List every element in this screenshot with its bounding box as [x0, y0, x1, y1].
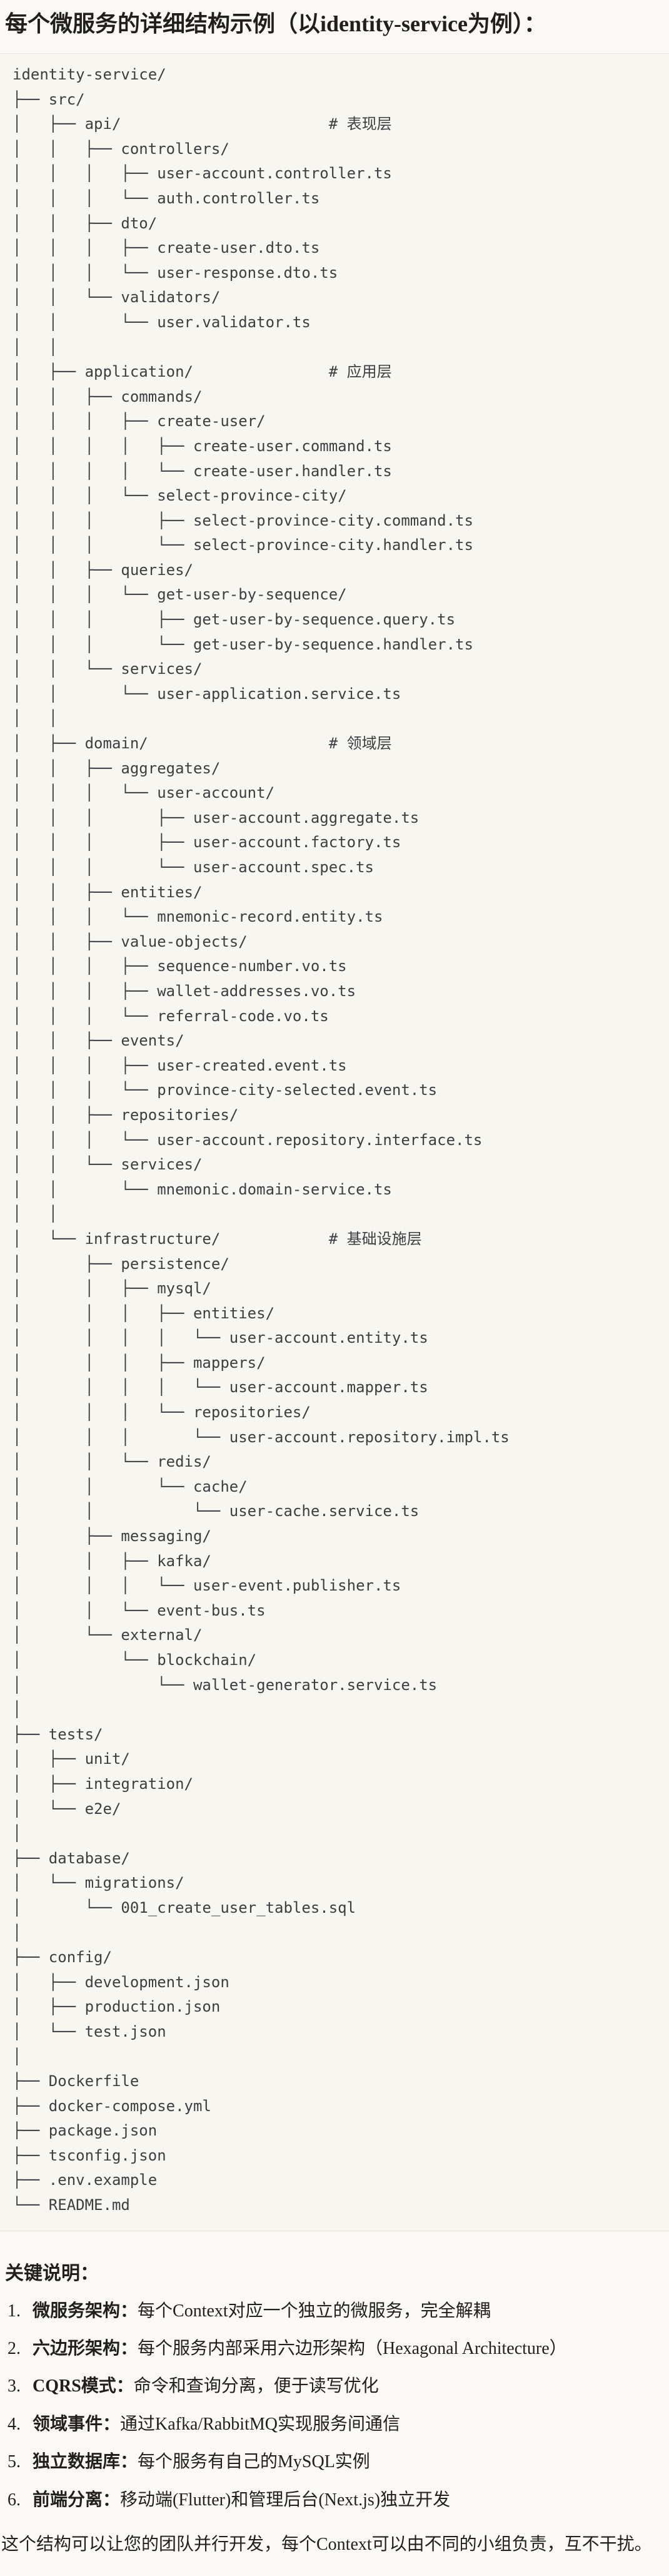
notes-list: 1. 微服务架构：每个Context对应一个独立的微服务，完全解耦 2. 六边形架构…: [0, 2300, 669, 2512]
note-text: 每个Context对应一个独立的微服务，完全解耦: [138, 2301, 491, 2321]
note-item-hexagonal: 2. 六边形架构：每个服务内部采用六边形架构（Hexagonal Architec…: [0, 2338, 669, 2360]
notes-section: 关键说明： 1. 微服务架构：每个Context对应一个独立的微服务，完全解耦 2…: [0, 2258, 669, 2557]
note-item-domain-events: 4. 领域事件：通过Kafka/RabbitMQ实现服务间通信: [0, 2413, 669, 2436]
note-label: CQRS模式：: [33, 2376, 134, 2396]
note-text: 移动端(Flutter)和管理后台(Next.js)独立开发: [120, 2490, 451, 2510]
directory-tree-codeblock: identity-service/ ├── src/ │ ├── api/ # …: [0, 53, 669, 2231]
note-label: 微服务架构：: [33, 2301, 138, 2321]
note-item-frontend-split: 6. 前端分离：移动端(Flutter)和管理后台(Next.js)独立开发: [0, 2489, 669, 2512]
note-item-independent-db: 5. 独立数据库：每个服务有自己的MySQL实例: [0, 2451, 669, 2473]
note-label: 前端分离：: [33, 2490, 121, 2510]
note-text: 每个服务内部采用六边形架构（Hexagonal Architecture）: [138, 2339, 567, 2359]
directory-tree: identity-service/ ├── src/ │ ├── api/ # …: [13, 66, 510, 2214]
note-text: 命令和查询分离，便于读写优化: [133, 2376, 379, 2396]
note-item-cqrs: 3. CQRS模式：命令和查询分离，便于读写优化: [0, 2375, 669, 2398]
closing-paragraph: 这个结构可以让您的团队并行开发，每个Context可以由不同的小组负责，互不干扰…: [1, 2535, 652, 2554]
notes-heading: 关键说明：: [5, 2263, 99, 2284]
note-number: 3.: [8, 2376, 21, 2396]
note-number: 6.: [8, 2490, 21, 2510]
note-number: 2.: [8, 2339, 21, 2359]
note-label: 领域事件：: [33, 2414, 121, 2434]
note-number: 4.: [8, 2414, 21, 2434]
note-label: 六边形架构：: [33, 2339, 138, 2359]
note-number: 1.: [8, 2301, 21, 2321]
note-text: 通过Kafka/RabbitMQ实现服务间通信: [120, 2414, 400, 2434]
page-title: 每个微服务的详细结构示例（以identity-service为例）：: [5, 11, 546, 36]
note-item-microservice: 1. 微服务架构：每个Context对应一个独立的微服务，完全解耦: [0, 2300, 669, 2323]
note-label: 独立数据库：: [33, 2452, 138, 2472]
note-number: 5.: [8, 2452, 21, 2472]
note-text: 每个服务有自己的MySQL实例: [138, 2452, 370, 2472]
